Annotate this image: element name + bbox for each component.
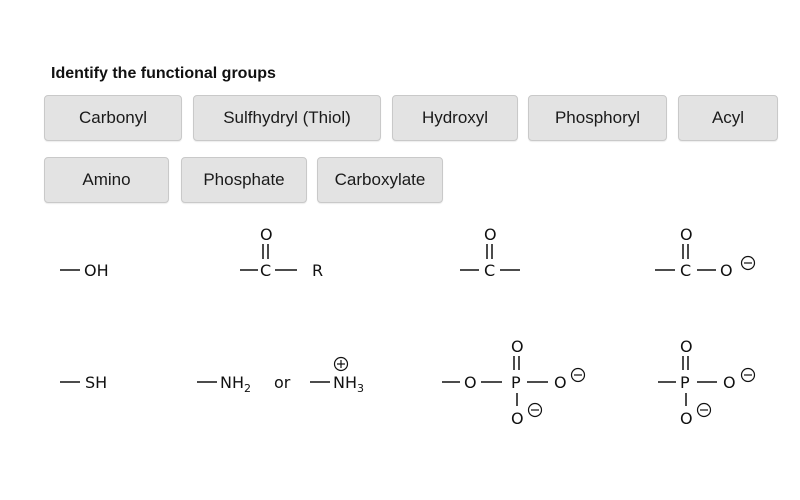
option-hydroxyl[interactable]: Hydroxyl: [392, 95, 518, 141]
subscript: 2: [244, 382, 251, 395]
atom-label: O: [680, 409, 693, 428]
option-carbonyl[interactable]: Carbonyl: [44, 95, 182, 141]
option-amino[interactable]: Amino: [44, 157, 169, 203]
structure-phosphoryl[interactable]: P O O O: [658, 337, 756, 428]
option-carboxylate[interactable]: Carboxylate: [317, 157, 443, 203]
structure-carboxylate[interactable]: O C O: [655, 225, 756, 280]
atom-label: O: [511, 409, 524, 428]
atom-label: NH: [333, 373, 357, 392]
atom-label: OH: [84, 261, 109, 280]
positive-charge-icon: [333, 356, 349, 372]
negative-charge-icon: [527, 402, 543, 418]
atom-label: NH: [220, 373, 244, 392]
atom-label: SH: [85, 373, 107, 392]
structure-phosphate[interactable]: O P O O O: [442, 337, 586, 428]
question-title: Identify the functional groups: [51, 65, 276, 82]
structure-sulfhydryl[interactable]: SH: [60, 373, 107, 392]
atom-label: C: [680, 261, 691, 280]
atom-label: O: [680, 337, 693, 356]
option-sulfhydryl[interactable]: Sulfhydryl (Thiol): [193, 95, 381, 141]
option-acyl[interactable]: Acyl: [678, 95, 778, 141]
atom-label: C: [260, 261, 271, 280]
atom-label: O: [260, 225, 273, 244]
option-phosphate[interactable]: Phosphate: [181, 157, 307, 203]
negative-charge-icon: [570, 367, 586, 383]
atom-label: O: [723, 373, 736, 392]
negative-charge-icon: [740, 367, 756, 383]
svg-text:NH3: NH3: [333, 373, 364, 395]
atom-label: O: [554, 373, 567, 392]
atom-label: P: [680, 373, 690, 392]
option-phosphoryl[interactable]: Phosphoryl: [528, 95, 667, 141]
atom-label: O: [720, 261, 733, 280]
or-label: or: [274, 373, 291, 392]
negative-charge-icon: [740, 255, 756, 271]
negative-charge-icon: [696, 402, 712, 418]
atom-label: O: [511, 337, 524, 356]
structure-amino[interactable]: NH2 or NH3: [197, 356, 364, 396]
structure-carbonyl[interactable]: O C: [460, 225, 520, 280]
atom-label: P: [511, 373, 521, 392]
atom-label: O: [680, 225, 693, 244]
atom-label: O: [484, 225, 497, 244]
structure-acyl[interactable]: O C R: [240, 225, 323, 280]
subscript: 3: [357, 382, 364, 395]
atom-label: C: [484, 261, 495, 280]
structure-hydroxyl[interactable]: OH: [60, 261, 109, 280]
atom-label: R: [312, 261, 323, 280]
svg-text:NH2: NH2: [220, 373, 251, 395]
atom-label: O: [464, 373, 477, 392]
